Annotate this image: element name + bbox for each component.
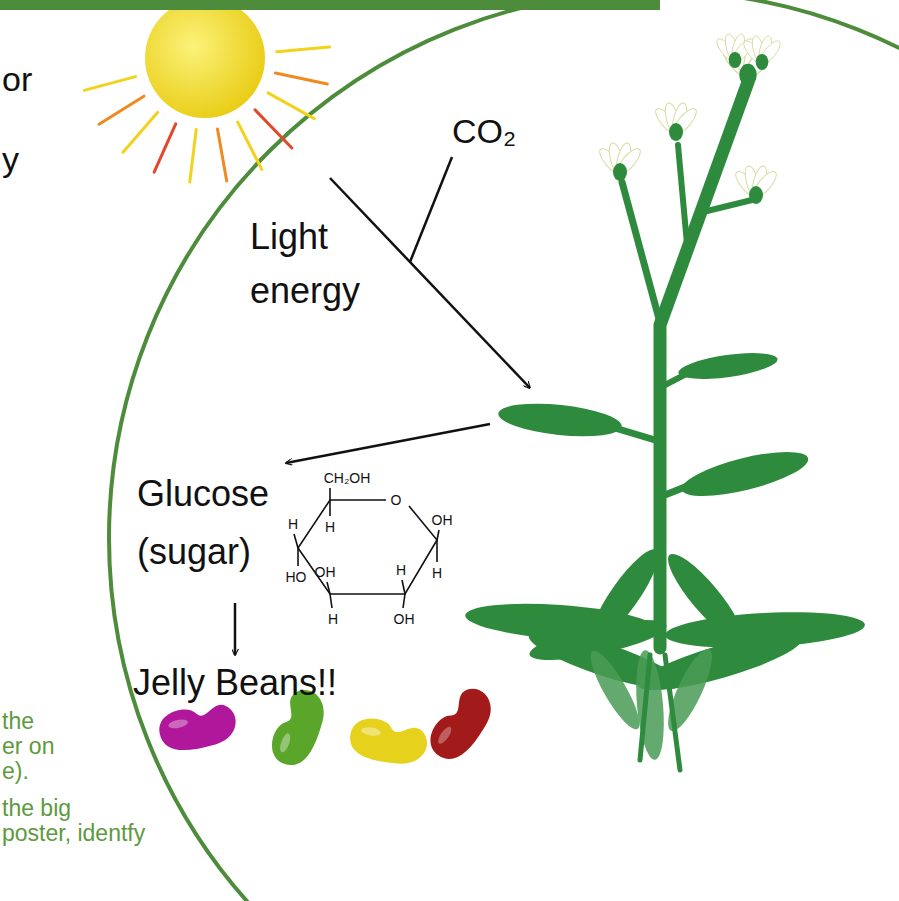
sun-ray: [255, 110, 292, 148]
atom-label: H: [325, 519, 335, 535]
atom-label: OH: [315, 564, 336, 580]
sun-ray: [238, 122, 262, 169]
cut-text: y: [2, 140, 19, 179]
co2-label: CO₂: [452, 112, 516, 151]
atom-label: HO: [286, 569, 307, 585]
instruction-text: the: [2, 708, 34, 734]
calyx: [669, 123, 683, 141]
flower: [732, 164, 780, 204]
light-label: Light energy: [250, 210, 390, 318]
plant: [464, 33, 866, 770]
sun-disc: [145, 10, 265, 118]
sun: [84, 10, 329, 182]
calyx: [756, 54, 769, 70]
instruction-text: the big: [2, 795, 71, 821]
jelly-label: Jelly Beans!!: [133, 662, 337, 703]
calyx: [729, 52, 742, 68]
atom-label: CH₂OH: [324, 470, 371, 486]
sun-ray: [218, 129, 227, 181]
calyx: [613, 163, 627, 181]
atom-label: OH: [394, 611, 415, 627]
sun-ray: [277, 47, 330, 52]
instruction-text: er on: [2, 733, 54, 759]
flower: [652, 101, 700, 141]
instruction-text: poster, identfy: [2, 820, 145, 846]
glucose-ring: [294, 488, 439, 608]
top-bar: [0, 0, 660, 10]
down-arrow: [234, 603, 237, 655]
sun-ray: [84, 77, 135, 91]
atom-label: OH: [432, 512, 453, 528]
glucose-label: Glucose (sugar): [137, 465, 297, 580]
atom-label: H: [328, 611, 338, 627]
instruction-text: e).: [2, 758, 29, 784]
atom-label: H: [396, 562, 406, 578]
co2-line: [410, 157, 452, 262]
cut-text: or: [2, 60, 32, 99]
frame-circle: [109, 0, 899, 901]
flower: [596, 141, 644, 181]
sun-ray: [268, 93, 314, 119]
sun-ray: [190, 129, 196, 182]
atom-label: H: [288, 516, 298, 532]
sun-ray: [275, 73, 327, 84]
calyx: [749, 186, 763, 204]
sun-ray: [154, 124, 176, 172]
calyx: [739, 64, 757, 87]
sun-ray: [99, 96, 144, 124]
sun-ray: [123, 112, 158, 152]
atom-label: H: [432, 565, 442, 581]
flower: [741, 35, 784, 71]
sugar-arrow: [286, 424, 490, 463]
atom-label: O: [391, 492, 402, 508]
